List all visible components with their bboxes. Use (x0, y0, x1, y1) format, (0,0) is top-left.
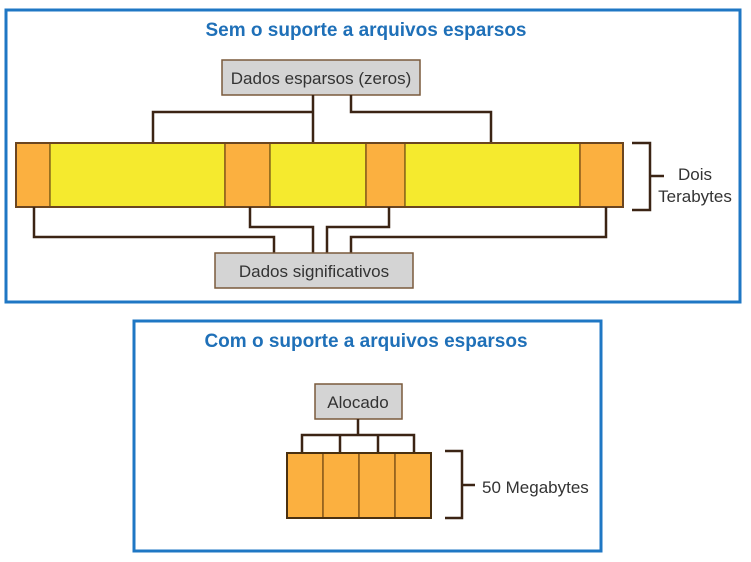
allocated-box (314, 383, 403, 420)
meaningful-data-box (214, 252, 414, 289)
allocated-block (286, 452, 324, 519)
bottom-panel-title: Com o suporte a arquivos esparsos (204, 331, 527, 352)
data-segment (365, 142, 406, 208)
data-segment (579, 142, 624, 208)
sparse-segment (49, 142, 226, 208)
blocks-outline (286, 452, 432, 519)
bottom-panel-frame (132, 319, 603, 553)
sparse-data-box (221, 59, 421, 96)
allocated-block (358, 452, 396, 519)
data-segment (15, 142, 51, 208)
fifty-megabyte-blocks (286, 452, 432, 519)
size-label-line2: Terabytes (658, 187, 732, 206)
data-segment (224, 142, 271, 208)
sparse-connectors (151, 95, 493, 143)
meaningful-data-label: Dados significativos (239, 262, 389, 281)
allocated-block (394, 452, 432, 519)
allocated-block (322, 452, 360, 519)
bar-outline (15, 142, 624, 208)
top-panel: Sem o suporte a arquivos esparsos Dados … (4, 8, 742, 304)
top-panel-title: Sem o suporte a arquivos esparsos (205, 20, 526, 41)
size-bracket (632, 141, 664, 212)
two-terabyte-bar (15, 142, 624, 208)
sparse-segment (404, 142, 581, 208)
size-label: 50 Megabytes (482, 478, 589, 497)
allocated-label: Alocado (327, 393, 388, 412)
size-label-line1: Dois (678, 165, 712, 184)
meaningful-connectors (32, 207, 608, 253)
sparse-segment (269, 142, 367, 208)
top-panel-frame (4, 8, 742, 304)
sparse-data-label: Dados esparsos (zeros) (231, 69, 411, 88)
allocated-connectors (300, 419, 416, 453)
bottom-panel: Com o suporte a arquivos esparsos Alocad… (132, 319, 603, 553)
size-bracket (445, 449, 475, 520)
